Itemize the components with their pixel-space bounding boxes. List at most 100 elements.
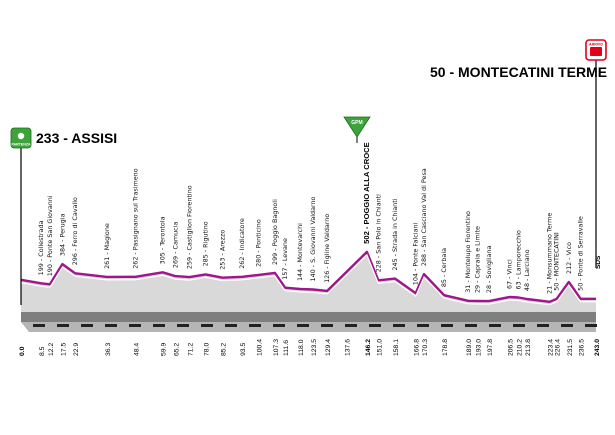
road-dash (129, 324, 141, 327)
place-label: 280 - Ponticino (255, 219, 263, 267)
km-label: 146.2 (365, 339, 372, 356)
road-dash (273, 324, 285, 327)
place-label: 85 - Cerbaia (440, 248, 448, 287)
place-label: 126 - Figline Valdarno (323, 214, 331, 283)
place-label: 228 - San Polo in Chianti (374, 194, 382, 272)
km-label: 178.8 (442, 339, 449, 356)
road-dash (249, 324, 261, 327)
km-label: 0.0 (19, 346, 26, 356)
km-label: 12.2 (48, 343, 55, 356)
place-label: 502 - POGGIO ALLA CROCE (362, 142, 371, 244)
km-label: 236.5 (579, 339, 586, 356)
profile-fill (21, 251, 596, 312)
start-badge: PARTENZA (11, 143, 31, 147)
km-label: 65.2 (173, 343, 180, 356)
km-label: 231.5 (567, 339, 574, 356)
km-label: 17.5 (60, 343, 67, 356)
km-label: 243.0 (594, 339, 601, 356)
km-label: 210.2 (516, 339, 523, 356)
place-label: 140 - S. Giovanni Valdarno (309, 196, 317, 281)
place-label: 285 - Rigutino (202, 221, 210, 266)
km-label: 85.2 (221, 343, 228, 356)
profile-highlight (20, 253, 596, 306)
km-label: 93.5 (240, 343, 247, 356)
km-label: 59.9 (161, 343, 168, 356)
km-label: 129.4 (325, 339, 332, 356)
km-label: 22.9 (73, 343, 80, 356)
road-dash (81, 324, 93, 327)
km-label: 170.3 (422, 339, 429, 356)
km-label: 137.6 (345, 339, 352, 356)
place-label: 28 - Sovigliana (485, 245, 493, 293)
place-label: 269 - Camucia (171, 222, 179, 269)
place-label: 262 - Indicatore (238, 218, 246, 269)
place-label: 288 - San Casciano Val di Pesa (420, 168, 428, 266)
km-label: 213.8 (525, 339, 532, 356)
road-dash (393, 324, 405, 327)
gpm-badge: GPM (351, 120, 362, 126)
road-dash (585, 324, 597, 327)
road-dash (561, 324, 573, 327)
km-label: 78.0 (204, 343, 211, 356)
place-label: 50 - Ponte di Serravalle (577, 216, 585, 291)
finish-label: 50 - MONTECATINI TERME (430, 64, 607, 80)
km-label: 100.4 (257, 339, 264, 356)
km-label: 226.4 (555, 339, 562, 356)
km-label: 48.4 (134, 343, 141, 356)
road-dash (465, 324, 477, 327)
road-dash (297, 324, 309, 327)
place-label: 190 - Ponte San Giovanni (46, 195, 54, 276)
km-label: 206.5 (508, 339, 515, 356)
road-dash (177, 324, 189, 327)
place-label: 21 - Monsummano Terme (546, 213, 554, 294)
road-dash (105, 324, 117, 327)
km-label: 197.8 (487, 339, 494, 356)
km-label: 71.2 (187, 343, 194, 356)
place-label: 296 - Ferro di Cavallo (71, 197, 79, 265)
profile-outline (20, 250, 596, 303)
gpm-triangle-icon (343, 116, 371, 138)
road-dash (201, 324, 213, 327)
place-label: 104 - Ponte Falciani (412, 223, 420, 286)
place-label: 259 - Castiglion Fiorentino (185, 185, 193, 269)
start-label: 233 - ASSISI (36, 130, 117, 146)
km-label: 8.5 (39, 346, 46, 356)
road-dash (33, 324, 45, 327)
place-label: 48 - Larciano (523, 249, 531, 291)
place-label: 63 - Lamporecchio (514, 230, 522, 289)
place-label: 31 - Montelupo Fiorentino (464, 211, 472, 293)
km-label: 166.8 (414, 339, 421, 356)
place-label: 261 - Magione (103, 223, 111, 269)
road-dash (537, 324, 549, 327)
start-flag-emblem-icon (17, 132, 25, 140)
road-dash (57, 324, 69, 327)
finish-marker: ARRIVO 50 - MONTECATINI TERME (430, 39, 607, 268)
start-marker: PARTENZA 233 - ASSISI (10, 127, 117, 305)
place-label: 299 - Poggio Bagnoli (271, 199, 279, 265)
profile-base-band (21, 312, 596, 322)
place-label: 305 - Terontola (159, 216, 167, 264)
road-dash (321, 324, 333, 327)
profile-base (21, 312, 597, 332)
km-label: 111.6 (283, 340, 290, 356)
place-label: 29 - Capraia e Limite (474, 226, 482, 293)
km-label: 107.3 (273, 339, 280, 356)
place-label: 245 - Strada in Chianti (391, 198, 399, 270)
road-dash (513, 324, 525, 327)
place-label: 50 - MONTECATINI (553, 232, 561, 291)
place-label: 253 - Arezzo (219, 230, 227, 270)
road-dash (153, 324, 165, 327)
km-label: 123.5 (311, 339, 318, 356)
road-dash (369, 324, 381, 327)
km-label: 151.0 (376, 339, 383, 356)
road-dash (441, 324, 453, 327)
place-label: 212 - Vico (565, 242, 573, 274)
place-label: 384 - Perugia (58, 213, 66, 256)
road-dash (489, 324, 501, 327)
km-label: 193.0 (476, 339, 483, 356)
km-label: 189.0 (466, 339, 473, 356)
road-dash (417, 324, 429, 327)
place-label: 144 - Montevarchi (296, 223, 304, 281)
